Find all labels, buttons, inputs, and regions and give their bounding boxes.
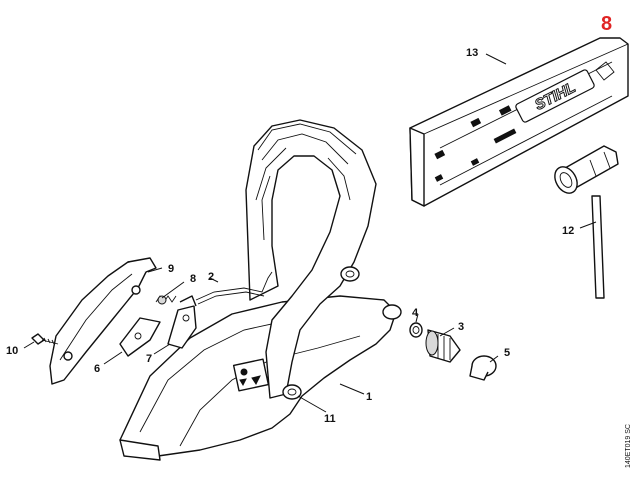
callout-10: 10 (6, 345, 18, 357)
leader-lines (23, 53, 597, 413)
part-6-catch[interactable] (119, 317, 161, 357)
callout-3: 3 (458, 321, 464, 333)
callout-1: 1 (366, 391, 372, 403)
callout-11: 11 (324, 413, 336, 425)
part-12-combination-wrench[interactable] (550, 145, 619, 299)
part-4-bushing[interactable] (409, 322, 423, 338)
part-2-wire-spring[interactable] (195, 271, 273, 305)
part-8-spring[interactable] (155, 295, 177, 305)
callout-4: 4 (412, 307, 419, 319)
callout-7: 7 (146, 353, 152, 365)
page-number: 8 (601, 13, 612, 35)
reference-code: 140ET019 SC (625, 424, 632, 468)
part-7-pawl[interactable] (167, 295, 197, 349)
callout-5: 5 (504, 347, 510, 359)
callout-12: 12 (562, 225, 574, 237)
callout-6: 6 (94, 363, 100, 375)
part-13-scabbard[interactable]: STIHL (409, 37, 629, 207)
callout-labels: 1 2 3 4 5 6 7 8 9 10 11 12 13 (6, 47, 574, 425)
callout-2: 2 (208, 271, 214, 283)
part-9-hand-guard-lever[interactable] (49, 257, 157, 385)
callout-8: 8 (190, 273, 196, 285)
part-5-plug[interactable] (469, 355, 497, 381)
callout-9: 9 (168, 263, 174, 275)
part-3-annular-buffer[interactable] (425, 329, 461, 363)
part-10-screw[interactable] (31, 333, 59, 345)
callout-13: 13 (466, 47, 478, 59)
part-1-handle[interactable] (119, 119, 402, 461)
